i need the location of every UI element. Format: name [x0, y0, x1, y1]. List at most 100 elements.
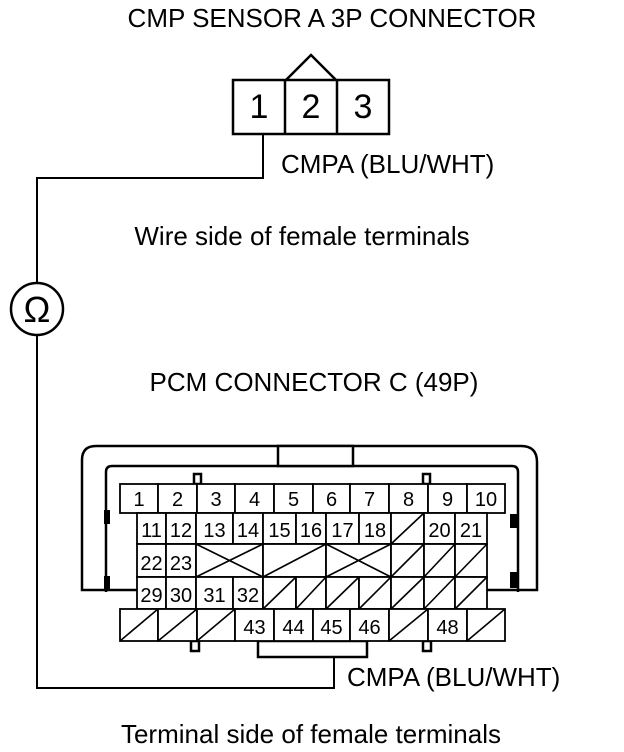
upper-test-lead — [36, 134, 264, 284]
pcm-terminal-empty — [423, 576, 456, 610]
pcm-terminal-15: 15 — [262, 512, 297, 545]
pcm-terminal-empty — [388, 608, 429, 642]
pcm-terminal-16: 16 — [295, 512, 327, 545]
pcm-terminal-number: 20 — [428, 520, 450, 542]
pcm-terminal-number: 48 — [436, 617, 458, 639]
pcm-terminal-empty — [466, 608, 506, 642]
pcm-view-note: Terminal side of female terminals — [121, 719, 501, 749]
pcm-terminal-8: 8 — [388, 483, 429, 514]
pcm-connector-title: PCM CONNECTOR C (49P) — [150, 367, 479, 397]
sensor-pin-2: 2 — [302, 88, 321, 126]
pcm-terminal-45: 45 — [312, 608, 351, 642]
pcm-terminal-number: 22 — [140, 553, 162, 575]
pcm-terminal-43: 43 — [234, 608, 275, 642]
pcm-terminal-22: 22 — [136, 543, 167, 578]
pcm-terminal-number: 17 — [331, 520, 353, 542]
pcm-terminal-empty — [454, 576, 488, 610]
pcm-terminal-number: 15 — [268, 520, 290, 542]
pcm-terminal-number: 4 — [249, 489, 260, 511]
ohmmeter-icon: Ω — [9, 281, 65, 337]
pcm-terminal-number: 31 — [203, 585, 225, 607]
pcm-terminal-number: 23 — [170, 553, 192, 575]
pcm-terminal-3: 3 — [196, 483, 236, 514]
pcm-terminal-empty — [390, 576, 425, 610]
pcm-terminal-number: 5 — [288, 489, 299, 511]
pcm-terminal-empty — [454, 543, 488, 578]
pcm-terminal-2: 2 — [157, 483, 198, 514]
pcm-terminal-12: 12 — [165, 512, 197, 545]
pcm-terminal-4: 4 — [234, 483, 275, 514]
pcm-terminal-empty — [358, 576, 392, 610]
pcm-terminal-1: 1 — [119, 483, 159, 514]
pcm-terminal-number: 46 — [358, 617, 380, 639]
pcm-terminal-5: 5 — [273, 483, 314, 514]
pcm-terminal-number: 21 — [460, 520, 482, 542]
pcm-terminal-empty — [262, 576, 297, 610]
sensor-wire-label: CMPA (BLU/WHT) — [281, 149, 494, 179]
pcm-terminal-number: 16 — [300, 520, 322, 542]
pcm-terminal-number: 10 — [475, 489, 497, 511]
pcm-terminal-29: 29 — [136, 576, 167, 610]
pcm-wire-label: CMPA (BLU/WHT) — [347, 662, 560, 692]
pcm-terminal-13: 13 — [195, 512, 234, 545]
sensor-connector-latch — [285, 53, 337, 81]
pcm-terminal-46: 46 — [349, 608, 390, 642]
sensor-connector-body — [231, 78, 391, 136]
pcm-terminal-31: 31 — [195, 576, 234, 610]
pcm-terminal-20: 20 — [423, 512, 456, 545]
pcm-terminal-number: 44 — [282, 617, 304, 639]
pcm-terminal-44: 44 — [273, 608, 314, 642]
pcm-terminal-48: 48 — [427, 608, 468, 642]
sensor-connector-title: CMP SENSOR A 3P CONNECTOR — [128, 3, 537, 33]
pcm-terminal-number: 29 — [140, 585, 162, 607]
pcm-terminal-6: 6 — [312, 483, 351, 514]
pcm-terminal-number: 1 — [133, 489, 144, 511]
sensor-connector — [231, 53, 391, 136]
pcm-terminal-number: 6 — [326, 489, 337, 511]
pcm-terminal-number: 43 — [243, 617, 265, 639]
pcm-terminal-11: 11 — [136, 512, 167, 545]
sensor-pin-3: 3 — [354, 88, 373, 126]
ohm-symbol: Ω — [24, 289, 51, 330]
pcm-terminal-empty — [157, 608, 198, 642]
pcm-terminal-10: 10 — [466, 483, 506, 514]
pcm-terminal-number: 13 — [203, 520, 225, 542]
pcm-terminal-number: 11 — [141, 520, 162, 542]
pcm-terminal-9: 9 — [427, 483, 468, 514]
pcm-terminal-number: 2 — [172, 489, 183, 511]
pcm-terminal-empty — [196, 608, 236, 642]
pcm-terminal-empty — [325, 543, 392, 578]
pcm-terminal-empty — [262, 543, 327, 578]
pcm-terminal-21: 21 — [454, 512, 488, 545]
sensor-pin-1: 1 — [250, 88, 269, 126]
pcm-terminal-14: 14 — [232, 512, 264, 545]
pcm-terminal-number: 9 — [442, 489, 453, 511]
pcm-terminal-32: 32 — [232, 576, 264, 610]
pcm-terminal-empty — [423, 543, 456, 578]
pcm-terminal-number: 18 — [364, 520, 386, 542]
pcm-terminal-number: 14 — [237, 520, 259, 542]
pcm-terminal-number: 12 — [170, 520, 192, 542]
pcm-terminal-number: 7 — [364, 489, 375, 511]
pcm-terminal-30: 30 — [165, 576, 197, 610]
pcm-connector-housing — [80, 444, 539, 659]
pcm-terminal-18: 18 — [358, 512, 392, 545]
sensor-view-note: Wire side of female terminals — [134, 221, 469, 251]
pcm-terminal-number: 8 — [403, 489, 414, 511]
pcm-terminal-empty — [195, 543, 264, 578]
pcm-terminal-number: 32 — [237, 585, 259, 607]
pcm-terminal-17: 17 — [325, 512, 360, 545]
pcm-terminal-23: 23 — [165, 543, 197, 578]
pcm-terminal-empty — [119, 608, 159, 642]
pcm-terminal-empty — [390, 512, 425, 545]
pcm-terminal-number: 45 — [320, 617, 342, 639]
pcm-terminal-number: 3 — [210, 489, 221, 511]
pcm-terminal-empty — [390, 543, 425, 578]
pcm-terminal-empty — [325, 576, 360, 610]
pcm-terminal-7: 7 — [349, 483, 390, 514]
pcm-terminal-number: 30 — [170, 585, 192, 607]
